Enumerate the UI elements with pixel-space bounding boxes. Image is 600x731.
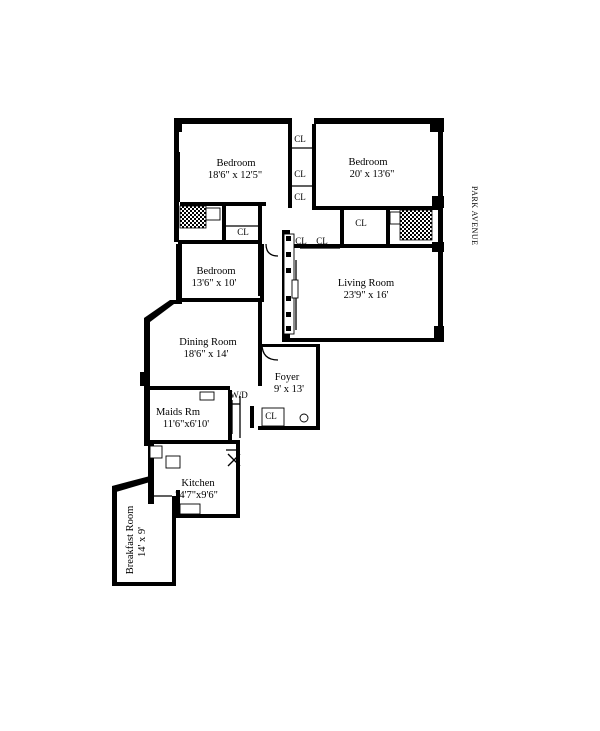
kitchen-dims: 14'7"x9'6" [174,490,218,501]
bath-tile [179,205,207,229]
maids-room-name: Maids Rm [156,407,200,418]
room-labels: Bedroom 18'6" x 12'5" Bedroom 20' x 13'6… [125,157,394,574]
closet-label: CL [237,227,249,237]
kitchen-name: Kitchen [181,478,215,489]
bedroom-ne-name: Bedroom [348,157,387,168]
foyer-dims: 9' x 13' [274,384,304,395]
bedroom-nw-name: Bedroom [216,158,255,169]
sink [205,207,221,221]
counter [199,391,215,401]
closet-label: CL [294,169,306,179]
living-room-name: Living Room [338,278,394,289]
closet-label: CL [295,236,307,246]
breakfast-room-name: Breakfast Room [125,506,136,575]
coat-closet [261,407,285,427]
closet-label: CL [316,236,328,246]
living-room-dims: 23'9" x 16' [344,290,389,301]
street-label: PARK AVENUE [470,186,479,246]
closet-label: CL [294,192,306,202]
bedroom-ne-dims: 20' x 13'6" [350,169,395,180]
bedroom-mid-dims: 13'6" x 10' [192,278,237,289]
foyer-name: Foyer [275,372,300,383]
sink [165,455,181,469]
fixtures [149,205,433,515]
bedroom-mid-name: Bedroom [196,266,235,277]
bedroom-nw-dims: 18'6" x 12'5" [208,170,262,181]
toilet [149,445,163,459]
washer-dryer-label: W/D [230,390,248,400]
closet-label: CL [355,218,367,228]
maids-room-dims: 11'6"x6'10' [163,419,209,430]
closet-label: CL [294,134,306,144]
walls [112,118,444,586]
radiator [299,413,309,423]
dining-room-dims: 18'6" x 14' [184,349,229,360]
bath-tile [399,209,433,241]
closet-labels: CL CL CL CL CL CL CL CL W/D [230,134,367,421]
sink [389,211,401,225]
stove [179,503,201,515]
dining-room-name: Dining Room [179,337,236,348]
fireplace [291,279,299,299]
closet-label: CL [265,411,277,421]
breakfast-room-dims: 14' x 9' [137,527,148,557]
